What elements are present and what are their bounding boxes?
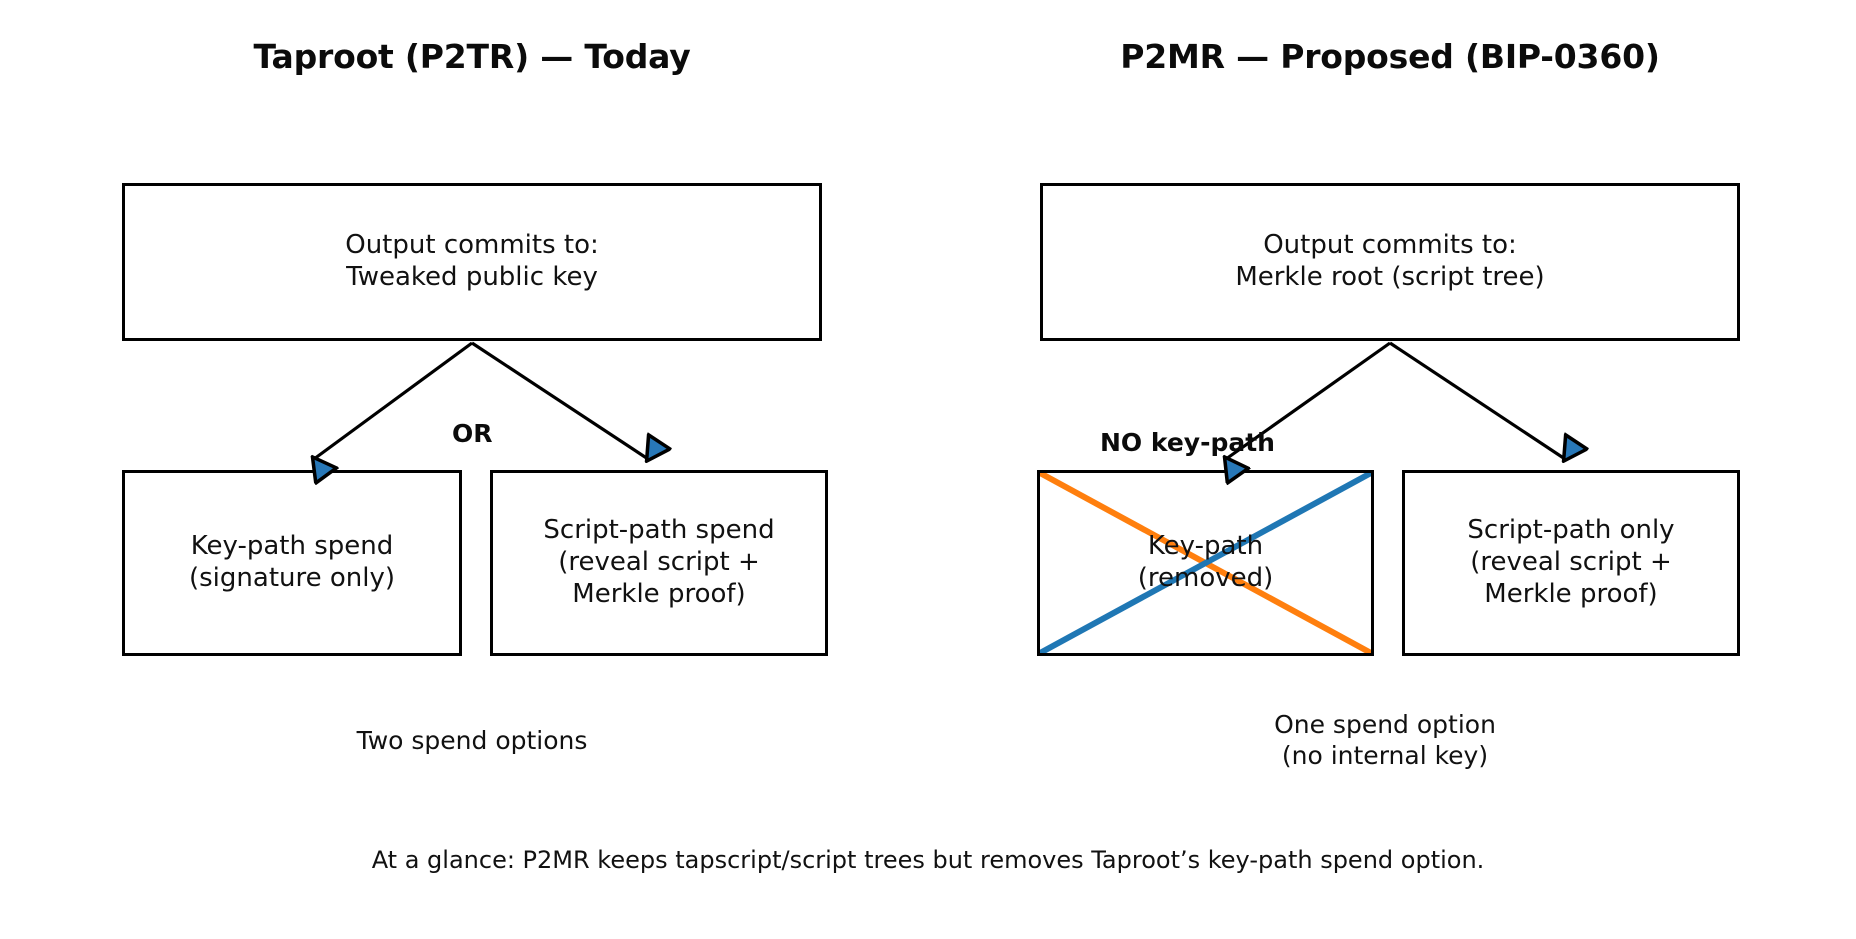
right-column-title: P2MR — Proposed (BIP-0360) [1120, 37, 1660, 76]
right-leaf-box-key-path-removed: Key-path (removed) [1037, 470, 1374, 656]
right-arrow-to-script-path-only [1389, 341, 1565, 459]
left-root-box-label: Output commits to: Tweaked public key [345, 230, 599, 292]
left-leaf-box-script-path-label: Script-path spend (reveal script + Merkl… [543, 515, 775, 609]
left-column-title: Taproot (P2TR) — Today [253, 37, 691, 76]
left-arrow-to-key-path [314, 341, 473, 459]
right-leaf-box-key-path-removed-label: Key-path (removed) [1137, 531, 1274, 593]
left-column-caption: Two spend options [356, 726, 588, 755]
right-column-caption: One spend option (no internal key) [1274, 710, 1496, 770]
left-leaf-box-key-path-label: Key-path spend (signature only) [188, 531, 396, 593]
left-arrow-to-script-path [471, 341, 648, 459]
left-root-box: Output commits to: Tweaked public key [122, 183, 822, 341]
right-root-box-label: Output commits to: Merkle root (script t… [1235, 230, 1545, 292]
left-leaf-box-script-path: Script-path spend (reveal script + Merkl… [490, 470, 828, 656]
left-edge-label-or: OR [452, 419, 493, 448]
diagram-footnote: At a glance: P2MR keeps tapscript/script… [371, 846, 1485, 874]
right-edge-label-no-key-path: NO key-path [1100, 428, 1275, 457]
right-leaf-box-script-path-only-label: Script-path only (reveal script + Merkle… [1467, 515, 1675, 609]
right-leaf-box-script-path-only: Script-path only (reveal script + Merkle… [1402, 470, 1740, 656]
right-root-box: Output commits to: Merkle root (script t… [1040, 183, 1740, 341]
left-leaf-box-key-path: Key-path spend (signature only) [122, 470, 462, 656]
